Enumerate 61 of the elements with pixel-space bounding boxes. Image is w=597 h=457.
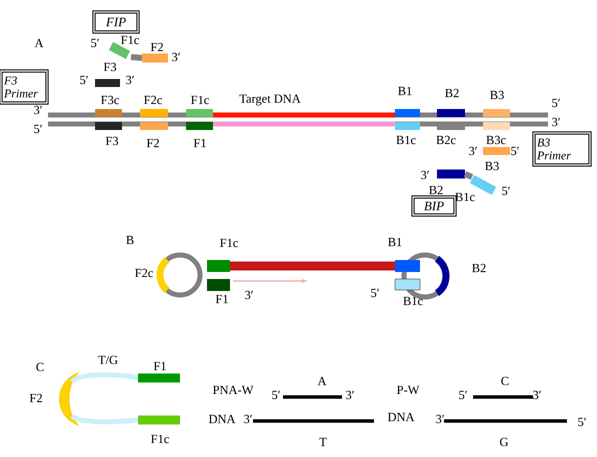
segment-label: B3c [486,136,506,144]
segment-label: F3 [104,62,116,72]
primer-name-box: F3 Primer [0,69,49,105]
end-label: 3′ [533,390,541,400]
segment-label: F1 [216,294,228,304]
base-label: G [500,438,508,446]
segment-label: F2 [150,42,163,52]
strand-label: DNA [388,412,414,422]
segment-label: B1c [403,296,423,306]
end-label: 5′ [578,418,586,426]
strand-label: DNA [208,414,236,424]
end-label: 3′ [421,170,429,180]
end-label: 5′ [272,390,280,400]
segment-label: B1c [455,192,475,202]
segment-label: F1 [154,362,166,370]
segment-label: F2 [146,138,159,148]
base-label: T [319,438,327,446]
segment-label: F3c [101,96,119,104]
segment-label: B3 [485,162,499,170]
end-label: 5′ [459,390,467,400]
end-label: 5′ [511,146,519,156]
segment-label: F1 [194,138,206,148]
primer-name-box: B3 Primer [532,131,592,167]
segment-label: F1c [191,96,209,104]
segment-label: F1c [220,238,238,248]
end-label: 3′ [126,76,134,84]
segment-label: F2c [135,268,153,278]
panel-label: C [36,362,44,372]
end-label: 5′ [91,38,99,48]
segment-label: F3 [106,136,118,146]
strand-label: PNA-W [212,386,254,394]
segment-label: T/G [98,356,118,364]
end-label: 3′ [436,414,444,424]
segment-label: B2 [445,88,459,98]
end-label: 5′ [552,98,560,108]
end-label: 3′ [244,414,252,424]
end-label: 5′ [371,288,379,298]
segment-label: F2 [30,394,42,402]
end-label: 5′ [502,186,510,196]
primer-name-box: BIP [411,195,457,217]
primer-name-box: FIP [92,10,140,34]
segment-label: B1 [388,238,402,246]
strand-label: Target DNA [239,94,301,106]
end-label: 3′ [172,52,180,62]
end-label: 5′ [34,124,42,134]
segment-label: F1c [151,434,169,444]
base-label: A [318,376,326,386]
end-label: 3′ [245,290,253,300]
strand-label: P-W [396,386,420,394]
end-label: 5′ [80,76,88,84]
panel-label: B [126,236,134,244]
segment-label: B1 [398,86,412,96]
base-label: C [501,376,508,386]
segment-label: B1c [396,136,416,144]
end-label: 3′ [469,146,477,156]
segment-label: B3 [490,90,504,100]
segment-label: F2c [144,96,162,104]
panel-label: A [34,38,44,48]
segment-label: B2c [436,136,456,144]
segment-label: B2 [472,264,486,272]
end-label: 3′ [346,390,354,400]
